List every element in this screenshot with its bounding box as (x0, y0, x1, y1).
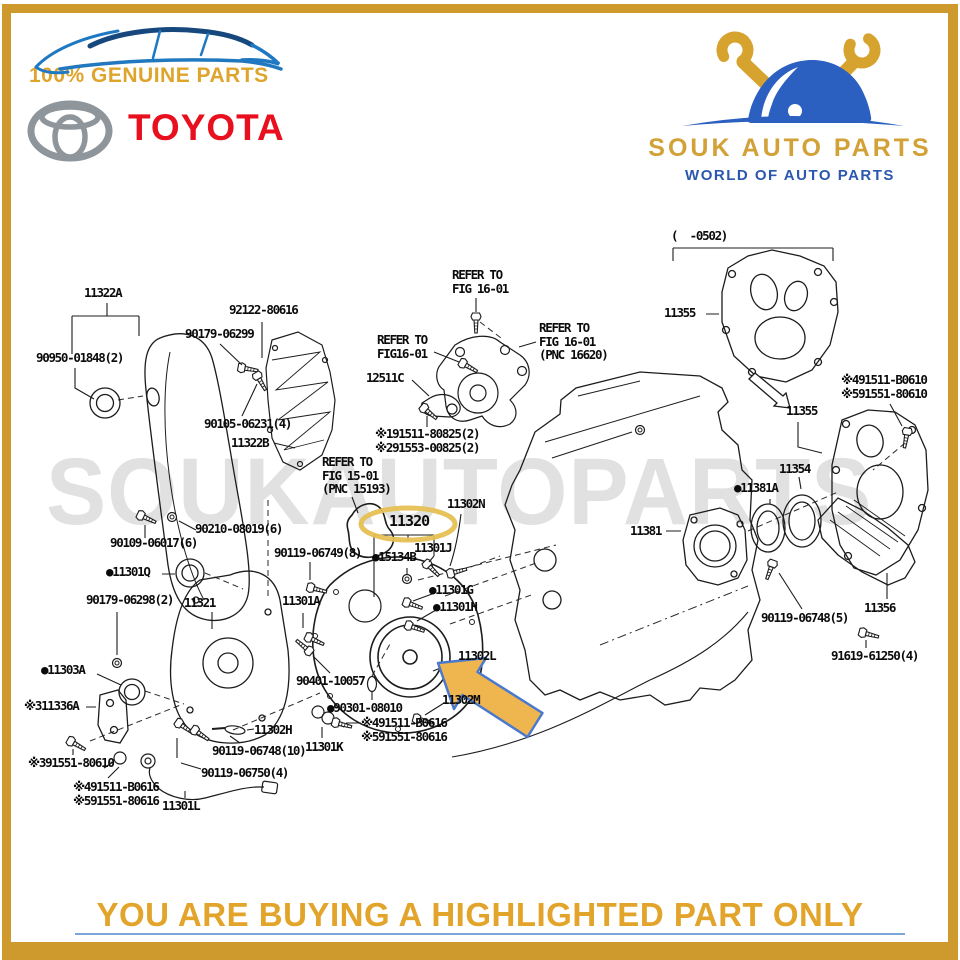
note-B0616-left: ※491511-B0616 ※591551-80616 (73, 779, 160, 808)
part-label-11303A: ●11303A (41, 662, 86, 677)
souk-logo-subtitle: WORLD OF AUTO PARTS (685, 167, 895, 184)
genuine-parts-text: 100% GENUINE PARTS (29, 64, 269, 87)
sensors-and-wire-drawing (103, 675, 378, 801)
rear-plate-drawing (265, 331, 336, 471)
part-label-12511C: 12511C (366, 370, 405, 385)
right-plates-drawing (682, 249, 929, 586)
part-label-90950-01848: 90950-01848(2) (36, 350, 124, 365)
toyota-emblem-icon (27, 100, 113, 162)
part-label-11322B: 11322B (231, 435, 270, 450)
highlight-arrow-icon (436, 656, 544, 739)
souk-logo-title: SOUK AUTO PARTS (648, 134, 932, 162)
part-label-90301-08010: ●90301-08010 (327, 700, 403, 715)
part-label-11301A: 11301A (282, 593, 321, 608)
part-label-90210-08019: 90210-08019(6) (195, 521, 283, 536)
chain-cover-plate-drawing (97, 558, 290, 744)
refer-note-left: REFER TO FIG16-01 (377, 332, 428, 361)
part-label-15134B: ●15134B (372, 549, 417, 564)
refer-note-top: REFER TO FIG 16-01 (452, 267, 509, 296)
refer-note-right: REFER TO FIG 16-01 (PNC 16620) (539, 320, 609, 362)
part-label-11301Q: ●11301Q (106, 564, 151, 579)
part-label-11356: 11356 (864, 600, 896, 615)
part-label-11301J: 11301J (414, 540, 453, 555)
note-391551-80610: ※391551-80610 (28, 755, 115, 770)
part-label-11301G: ●11301G (429, 582, 474, 597)
toyota-brand-text: TOYOTA (128, 107, 285, 148)
part-label-11301L: 11301L (162, 798, 201, 813)
part-label-90119-06749: 90119-06749(8) (274, 545, 362, 560)
part-label-90119-06748-10: 90119-06748(10) (212, 743, 307, 758)
part-label-11320-highlighted: 11320 (389, 512, 430, 530)
part-label-90179-06298: 90179-06298(2) (86, 592, 174, 607)
footer-disclaimer-text: YOU ARE BUYING A HIGHLIGHTED PART ONLY (96, 896, 864, 933)
part-label-90179-06299: 90179-06299 (185, 326, 255, 341)
part-label-91619-61250: 91619-61250(4) (831, 648, 919, 663)
part-label-11381A: ●11381A (734, 480, 779, 495)
part-label-90401-10057: 90401-10057 (296, 673, 366, 688)
part-label-90109-06017: 90109-06017(6) (110, 535, 198, 550)
engine-block-drawing (451, 371, 761, 758)
gasket-drawing (346, 503, 395, 559)
part-label-11336A: ※311336A (24, 698, 80, 713)
belt-cover-drawing (89, 333, 250, 622)
highlight-ellipse (358, 505, 458, 543)
leader-lines (71, 247, 903, 798)
part-label-92122-80616: 92122-80616 (229, 302, 299, 317)
part-label-11381: 11381 (630, 523, 662, 538)
part-label-11301K: 11301K (305, 739, 344, 754)
part-label-11302M: 11302M (442, 692, 481, 707)
part-label-90119-06750: 90119-06750(4) (201, 765, 289, 780)
note-B0616-middle: ※491511-B0616 ※591551-80616 (361, 715, 448, 744)
part-label-11302L: 11302L (458, 648, 497, 663)
part-label-11355-upper: 11355 (664, 305, 696, 320)
note-191511-80825: ※191511-80825(2) ※291553-00825(2) (375, 426, 481, 455)
production-range-note: ( -0502) (671, 228, 728, 243)
part-label-11354: 11354 (779, 461, 811, 476)
part-label-11301H: ●11301H (433, 599, 478, 614)
refer-note-fig15: REFER TO FIG 15-01 (PNC 15193) (322, 454, 392, 496)
flow-arrow-icon (748, 372, 791, 409)
part-label-11321: 11321 (184, 595, 216, 610)
part-label-90119-06748-5: 90119-06748(5) (761, 610, 849, 625)
footer-underline (75, 933, 905, 935)
tensioner-drawing (420, 335, 530, 428)
part-label-11302N: 11302N (447, 496, 486, 511)
car-silhouette-icon (34, 27, 283, 75)
part-label-90105-06231: 90105-06231(4) (204, 416, 292, 431)
wrench-logo-icon (682, 31, 904, 126)
note-B0610-right: ※491511-B0610 ※591551-80610 (841, 372, 928, 401)
part-label-11322A: 11322A (84, 285, 123, 300)
part-label-11302H: 11302H (254, 722, 293, 737)
header-graphics (27, 27, 904, 162)
part-label-11355-lower: 11355 (786, 403, 818, 418)
assembly-dashed-lines (89, 321, 906, 742)
